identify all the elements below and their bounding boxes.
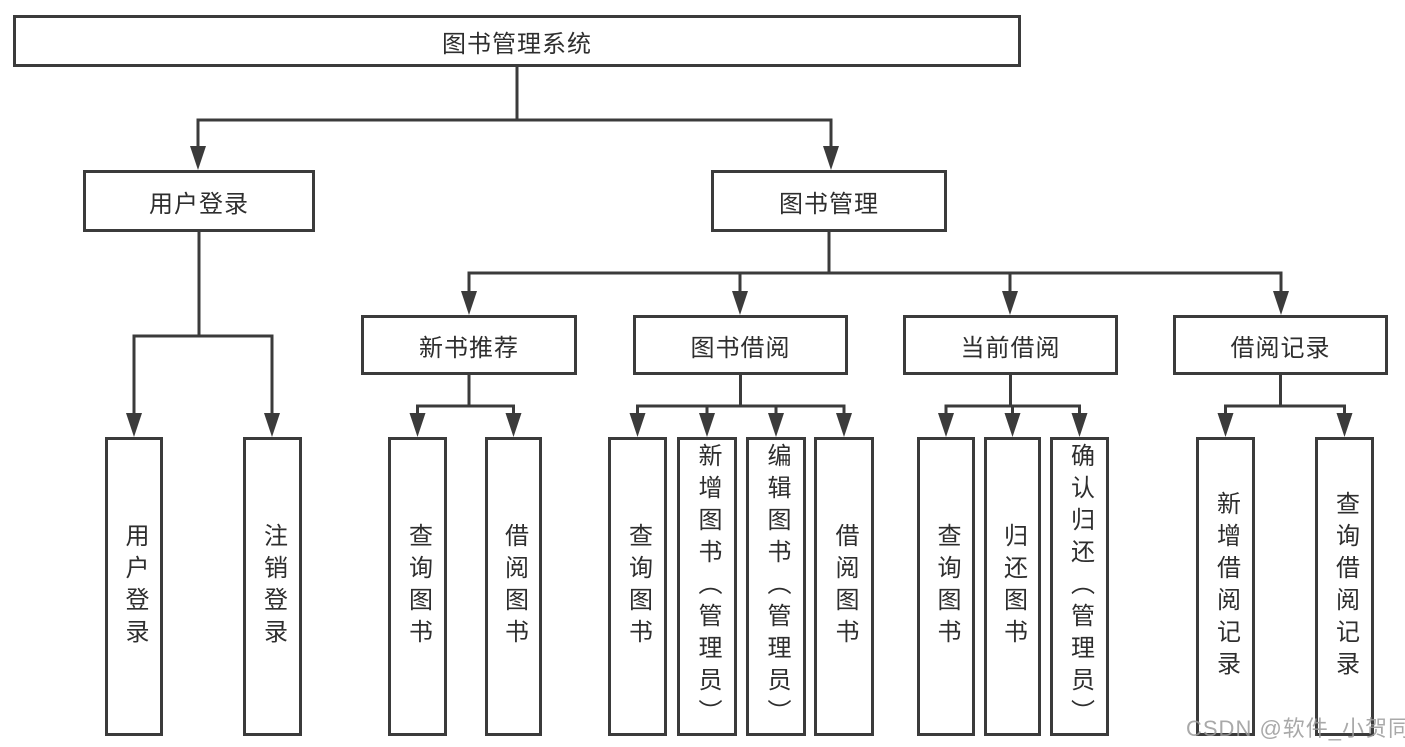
- leaf-logout-label: 注销登录: [259, 522, 287, 651]
- leaf-current-confirm-return-admin-label: 确认归还（管理员）: [1066, 442, 1094, 731]
- leaf-current-confirm-return-admin: 确认归还（管理员）: [1050, 437, 1109, 736]
- leaf-current-query-books: 查询图书: [917, 437, 975, 736]
- node-book-borrow: 图书借阅: [633, 315, 848, 375]
- leaf-borrow-borrow-books: 借阅图书: [814, 437, 874, 736]
- node-book-borrow-label: 图书借阅: [690, 334, 791, 362]
- leaf-recommend-borrow-books-label: 借阅图书: [500, 522, 528, 651]
- node-borrow-records-label: 借阅记录: [1230, 334, 1331, 362]
- leaf-records-add-record: 新增借阅记录: [1196, 437, 1255, 736]
- leaf-borrow-query-books: 查询图书: [608, 437, 667, 736]
- leaf-user-login-label: 用户登录: [121, 522, 148, 651]
- node-book-management-label: 图书管理: [779, 190, 879, 218]
- node-user-login: 用户登录: [83, 170, 315, 232]
- node-new-book-recommend: 新书推荐: [361, 315, 577, 375]
- leaf-borrow-add-books-admin-label: 新增图书（管理员）: [694, 442, 721, 731]
- leaf-records-query-record: 查询借阅记录: [1315, 437, 1374, 736]
- leaf-logout: 注销登录: [243, 437, 302, 736]
- node-library-system: 图书管理系统: [13, 15, 1021, 67]
- node-current-borrow-label: 当前借阅: [960, 334, 1061, 362]
- node-new-book-recommend-label: 新书推荐: [419, 334, 519, 362]
- leaf-current-return-books-label: 归还图书: [999, 522, 1027, 651]
- leaf-records-add-record-label: 新增借阅记录: [1212, 490, 1240, 683]
- leaf-borrow-add-books-admin: 新增图书（管理员）: [677, 437, 737, 736]
- leaf-user-login: 用户登录: [105, 437, 163, 736]
- leaf-borrow-borrow-books-label: 借阅图书: [831, 522, 858, 651]
- leaf-recommend-query-books: 查询图书: [388, 437, 447, 736]
- leaf-borrow-edit-books-admin-label: 编辑图书（管理员）: [763, 442, 790, 731]
- node-book-management: 图书管理: [711, 170, 947, 232]
- leaf-records-query-record-label: 查询借阅记录: [1331, 490, 1359, 683]
- node-current-borrow: 当前借阅: [903, 315, 1118, 375]
- csdn-watermark: CSDN @软件_小贺同学: [1186, 716, 1405, 741]
- node-borrow-records: 借阅记录: [1173, 315, 1388, 375]
- node-user-login-label: 用户登录: [149, 190, 249, 218]
- leaf-borrow-edit-books-admin: 编辑图书（管理员）: [746, 437, 806, 736]
- leaf-current-return-books: 归还图书: [984, 437, 1041, 736]
- leaf-current-query-books-label: 查询图书: [933, 522, 960, 651]
- node-library-system-label: 图书管理系统: [442, 30, 592, 58]
- leaf-recommend-borrow-books: 借阅图书: [485, 437, 542, 736]
- leaf-borrow-query-books-label: 查询图书: [624, 522, 652, 651]
- leaf-recommend-query-books-label: 查询图书: [404, 522, 432, 651]
